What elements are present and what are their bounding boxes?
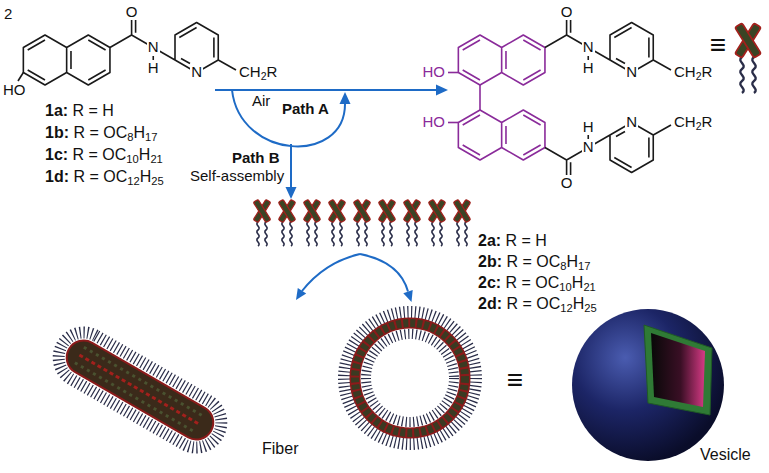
atom-label: N — [147, 39, 160, 56]
compound-label: 1a: R = H — [45, 102, 114, 120]
atom-label: HO — [2, 82, 27, 99]
atom-label: N — [625, 64, 638, 81]
path-label: Path B — [232, 150, 280, 167]
atom-label: O — [125, 4, 139, 21]
compound-label: 2c: R = OC10H21 — [478, 274, 596, 292]
morphology-label: Vesicle — [700, 446, 751, 464]
equivalence-sign: ≡ — [507, 366, 523, 394]
atom-label: N — [582, 139, 595, 156]
compound-label: 1b: R = OC8H17 — [45, 124, 157, 142]
compound-label: 2d: R = OC12H25 — [478, 295, 597, 313]
substituent-label: CH2R — [673, 64, 713, 81]
compound-label: 2b: R = OC8H17 — [478, 253, 590, 271]
stoichiometry-number: 2 — [4, 6, 12, 23]
path-label: Path A — [282, 101, 329, 118]
process-label: Self-assembly — [190, 168, 284, 185]
reagent-label: Air — [252, 93, 270, 110]
atom-label: O — [560, 175, 574, 192]
compound-label: 1c: R = OC10H21 — [45, 146, 163, 164]
compound-label: 2a: R = H — [478, 232, 547, 250]
compound-label: 1d: R = OC12H25 — [45, 168, 164, 186]
atom-label: HO — [422, 64, 447, 81]
substituent-label: CH2R — [673, 114, 713, 131]
atom-label: N — [190, 64, 203, 81]
equivalence-sign: ≡ — [710, 31, 726, 59]
atom-label: H — [582, 60, 595, 77]
atom-label: HO — [422, 114, 447, 131]
atom-label: O — [560, 4, 574, 21]
atom-label: N — [625, 114, 638, 131]
morphology-label: Fiber — [262, 440, 298, 458]
atom-label: N — [582, 39, 595, 56]
atom-label: H — [147, 60, 160, 77]
atom-label: H — [582, 119, 595, 136]
substituent-label: CH2R — [238, 64, 278, 81]
